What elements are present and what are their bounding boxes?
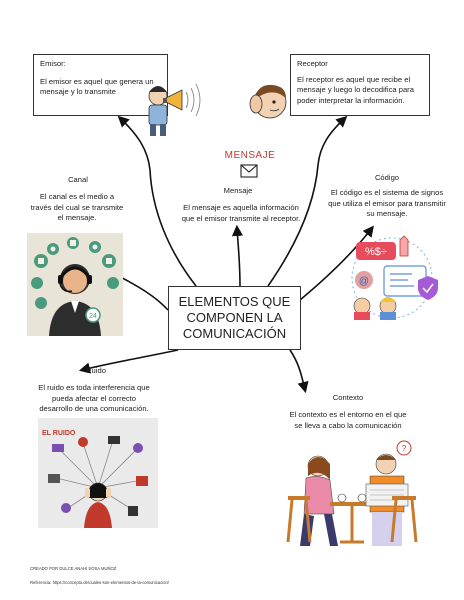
listening-man-illustration [249, 84, 287, 119]
arrow-mensaje [231, 224, 244, 287]
contexto-title: Contexto [332, 393, 364, 402]
noise-drill-icon [61, 503, 71, 513]
receptor-text: El receptor es aquel que recibe el mensa… [297, 74, 414, 105]
call-center-agent-illustration: 24 [31, 237, 119, 336]
arrow-receptor [267, 115, 348, 287]
contexto-text: El contexto es el entorno en el que se l… [289, 410, 407, 430]
codigo-title: Código [374, 173, 400, 182]
mensaje-text: El mensaje es aquella información que el… [181, 203, 301, 223]
ruido-title: Ruido [86, 366, 106, 375]
arrow-emisor [117, 115, 197, 287]
ruido-text: El ruido es toda interferencia que pueda… [38, 383, 150, 413]
noise-interference-illustration [48, 436, 148, 528]
ruido-image-label: EL RUIDO [42, 430, 76, 437]
cafe-plate-icon [357, 493, 367, 503]
canal-orbit-icon-6 [31, 277, 43, 289]
central-title-box: ELEMENTOS QUE COMPONEN LA COMUNICACIÓN [168, 286, 301, 350]
central-title-line-2: COMPONEN LA [186, 310, 283, 325]
noise-radio-icon [108, 436, 120, 444]
canal-title: Canal [68, 175, 88, 184]
canal-orbit-icon-7 [107, 277, 119, 289]
at-sign-icon: @ [359, 276, 369, 287]
mensaje-graphic-label: MENSAJE [224, 150, 276, 161]
noise-bell-icon [78, 437, 88, 447]
emisor-title: Emisor: [40, 59, 66, 68]
canal-24-icon: 24 [89, 313, 97, 320]
codigo-text: El código es el sistema de signos que ut… [328, 188, 446, 218]
receptor-title: Receptor [297, 59, 328, 68]
arrow-contexto [289, 349, 309, 394]
emisor-box: Emisor: El emisor es aquel que genera un… [33, 54, 168, 116]
emisor-text: El emisor es aquel que genera un mensaje… [40, 76, 154, 97]
cafe-conversation-illustration: ? [286, 440, 418, 546]
central-title-line-1: ELEMENTOS QUE [178, 294, 291, 309]
canal-orbit-icon-8 [35, 297, 47, 309]
code-symbols-illustration: %$÷ @ [351, 235, 438, 320]
footer-credit: CREADO POR DULCE ANAHI SOSA MUÑOZ [30, 566, 117, 571]
canal-text: El canal es el medio a través del cual s… [30, 192, 124, 222]
footer-reference: Referencia: https://concepto.de/cuales-s… [30, 580, 169, 585]
speech-bubble-icon [396, 440, 412, 456]
noise-clock-icon [128, 506, 138, 516]
arrow-ruido [78, 349, 179, 374]
arrow-codigo [299, 225, 374, 301]
svg-text:?: ? [402, 444, 407, 453]
noise-tv-icon [48, 474, 60, 483]
envelope-icon [240, 164, 258, 178]
central-title-line-3: COMUNICACIÓN [182, 326, 287, 341]
ruido-image: EL RUIDO [38, 418, 158, 528]
receptor-box: Receptor El receptor es aquel que recibe… [290, 54, 430, 116]
noise-bag-icon [136, 476, 148, 486]
cafe-cup-icon [337, 493, 347, 503]
code-symbols-icon: %$÷ [365, 246, 387, 258]
noise-speaker-icon [133, 443, 143, 453]
megaphone-man-illustration [148, 83, 201, 136]
canal-image: 24 [27, 233, 123, 336]
mensaje-title: Mensaje [223, 186, 253, 195]
shield-check-icon [418, 276, 438, 300]
noise-phone-icon [52, 444, 64, 452]
